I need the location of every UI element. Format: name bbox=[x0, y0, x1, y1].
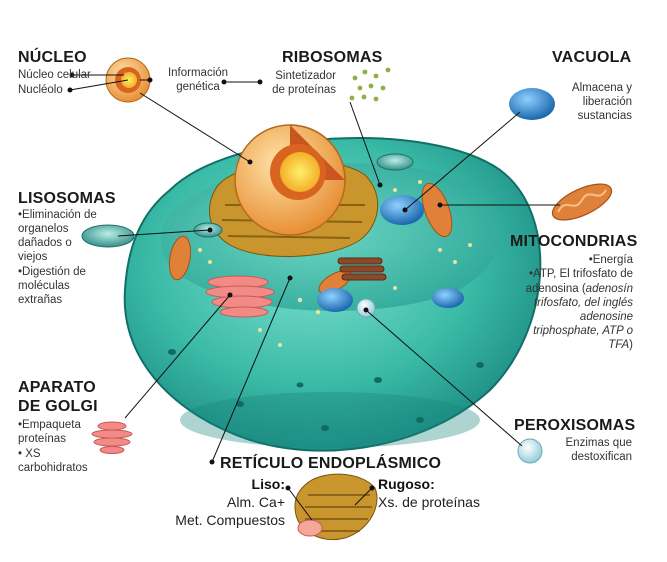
lisosomas-line7: extrañas bbox=[18, 294, 63, 306]
golgi-in-cell bbox=[205, 275, 275, 318]
golgi-line1: •Empaqueta bbox=[18, 419, 81, 431]
mitochondria-icon bbox=[551, 183, 613, 221]
vacuoles-in-cell bbox=[317, 195, 464, 312]
vacuola-line1: Almacena y bbox=[571, 82, 632, 94]
nucleo-title: NÚCLEO bbox=[18, 49, 87, 66]
nucleo-line2: Nucléolo bbox=[18, 84, 63, 96]
lisosomas-line5: •Digestión de bbox=[18, 266, 86, 278]
lisosomas-line6: moléculas bbox=[18, 280, 70, 292]
mitocondrias-line3-italic: adenosín bbox=[585, 283, 633, 295]
mitocondrias-line3-text: adenosina ( bbox=[525, 283, 586, 295]
golgi-line4: carbohidratos bbox=[18, 462, 88, 474]
mitocondrias-line4: trifosfato, del inglés bbox=[533, 297, 633, 309]
reticulo-rugoso-1: Xs. de proteínas bbox=[378, 494, 480, 510]
info-line2: genética bbox=[176, 81, 220, 93]
lisosomas-line4: viejos bbox=[18, 251, 48, 263]
er-icon bbox=[294, 473, 378, 540]
vacuola-title: VACUOLA bbox=[552, 49, 632, 66]
leader-lines bbox=[69, 74, 560, 521]
mitochondria-in-cell bbox=[168, 182, 453, 294]
membrane-pores bbox=[168, 349, 484, 431]
info-line1: Información bbox=[167, 67, 229, 79]
lisosomas-title: LISOSOMAS bbox=[18, 190, 116, 207]
golgi-icon bbox=[91, 421, 133, 454]
ribosomas-line2: de proteínas bbox=[272, 84, 336, 96]
nucleus bbox=[234, 124, 346, 236]
rough-er-in-cell bbox=[337, 257, 387, 281]
golgi-line2: proteínas bbox=[18, 433, 66, 445]
mitocondrias-line6: triphosphate, ATP o bbox=[533, 325, 633, 337]
lisosomas-line3: dañados o bbox=[18, 237, 72, 249]
peroxisomas-line2: destoxifican bbox=[571, 451, 632, 463]
golgi-title1: APARATO bbox=[18, 379, 96, 396]
lisosomas-line1: •Eliminación de bbox=[18, 209, 97, 221]
nucleo-line1: Núcleo celular bbox=[18, 69, 91, 81]
mitocondrias-line7-close: ) bbox=[629, 339, 633, 351]
golgi-line3: • XS bbox=[18, 448, 41, 460]
reticulo-liso-title: Liso: bbox=[251, 476, 285, 492]
vacuola-line2: liberación bbox=[582, 96, 632, 108]
mitocondrias-title: MITOCONDRIAS bbox=[510, 233, 638, 250]
reticulo-liso-2: Met. Compuestos bbox=[175, 512, 285, 528]
mitocondrias-line1: •Energía bbox=[588, 254, 633, 266]
ribosomes-icon bbox=[349, 67, 391, 102]
lysosome-icon bbox=[81, 224, 135, 248]
vacuole-icon bbox=[509, 88, 555, 120]
mitocondrias-line7: TFA) bbox=[460, 339, 633, 353]
vacuola-line3: sustancias bbox=[577, 110, 632, 122]
mitocondrias-line2: •ATP, El trifosfato de bbox=[529, 268, 633, 280]
golgi-title2: DE GOLGI bbox=[18, 398, 98, 415]
mitocondrias-line3: adenosina (adenosín bbox=[460, 283, 633, 297]
reticulo-liso-1: Alm. Ca+ bbox=[227, 494, 285, 510]
lisosomas-line2: organelos bbox=[18, 223, 69, 235]
ribosomas-title: RIBOSOMAS bbox=[282, 49, 383, 66]
mitocondrias-line7-italic: TFA bbox=[608, 339, 630, 351]
mitocondrias-line5: adenosine bbox=[579, 311, 633, 323]
peroxisomas-title: PEROXISOMAS bbox=[514, 417, 636, 434]
ribosomas-line1: Sintetizador bbox=[275, 70, 336, 82]
leader-dots bbox=[67, 72, 443, 491]
reticulo-title: RETÍCULO ENDOPLÁSMICO bbox=[220, 455, 442, 472]
peroxisome-icon bbox=[517, 438, 543, 464]
peroxisomas-line1: Enzimas que bbox=[565, 437, 632, 449]
reticulo-rugoso-title: Rugoso: bbox=[378, 476, 435, 492]
